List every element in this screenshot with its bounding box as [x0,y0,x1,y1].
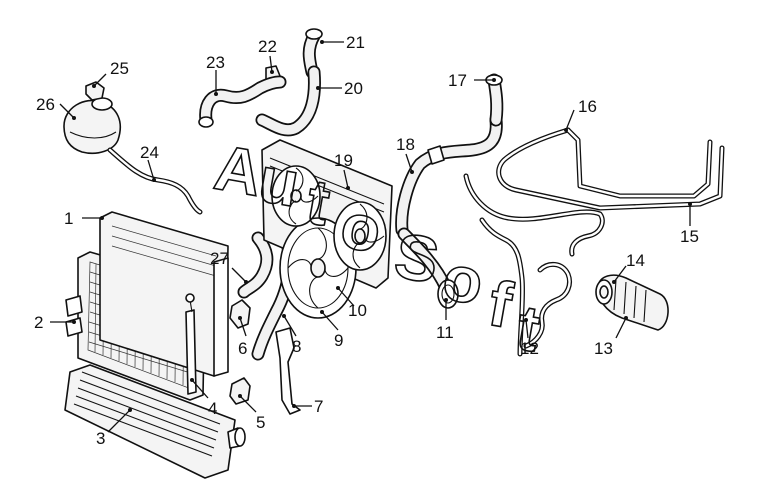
callout-22: 22 [258,37,277,56]
rubber-mount-upper [229,299,251,329]
charge-pipe [397,227,459,309]
callout-17: 17 [448,71,467,90]
callout-7: 7 [314,397,323,416]
callout-2: 2 [34,313,43,332]
callout-8: 8 [292,337,301,356]
ac-pipe-suction [496,127,725,211]
callout-25: 25 [110,59,129,78]
callout-21: 21 [346,33,365,52]
ac-pipe-middle [479,217,526,357]
expansion-tank-cap [85,81,105,101]
callout-18: 18 [396,135,415,154]
callout-10: 10 [348,301,367,320]
radiator-hose-upper [237,231,274,299]
callout-labels: 1 2 3 4 5 6 7 8 9 10 11 12 13 14 15 16 1… [34,33,699,448]
callout-3: 3 [96,429,105,448]
callout-27: 27 [210,249,229,268]
rubber-mount-lower [229,377,251,405]
callout-1: 1 [64,209,73,228]
expansion-tank [63,97,122,155]
ac-pipe-loop [523,262,572,349]
ac-pipe-lower [463,173,605,257]
curved-hose [198,75,287,128]
callout-13: 13 [594,339,613,358]
tank-hose [107,147,203,215]
callout-20: 20 [344,79,363,98]
stay-rod [185,293,197,395]
callout-4: 4 [208,399,217,418]
callout-11: 11 [436,323,454,342]
callout-19: 19 [334,151,353,170]
callout-16: 16 [578,97,597,116]
callout-26: 26 [36,95,55,114]
callout-5: 5 [256,413,265,432]
callout-12: 12 [520,339,539,358]
radiator [99,211,229,377]
ac-compressor [595,274,669,331]
watermark-letter: o [438,241,489,319]
fan-secondary [333,201,387,271]
callout-23: 23 [206,53,225,72]
fan-upper [271,165,321,227]
callout-6: 6 [238,339,247,358]
watermark-letter: f [484,267,518,342]
coolant-hose-vertical [255,65,321,137]
bracket [275,327,301,415]
ac-pipe-pressure [565,127,713,199]
intercooler-hose [395,113,503,237]
callout-9: 9 [334,331,343,350]
callout-15: 15 [680,227,699,246]
callout-24: 24 [140,143,159,162]
intercooler [64,364,246,479]
callout-14: 14 [626,251,645,270]
leader-lines [50,40,692,433]
